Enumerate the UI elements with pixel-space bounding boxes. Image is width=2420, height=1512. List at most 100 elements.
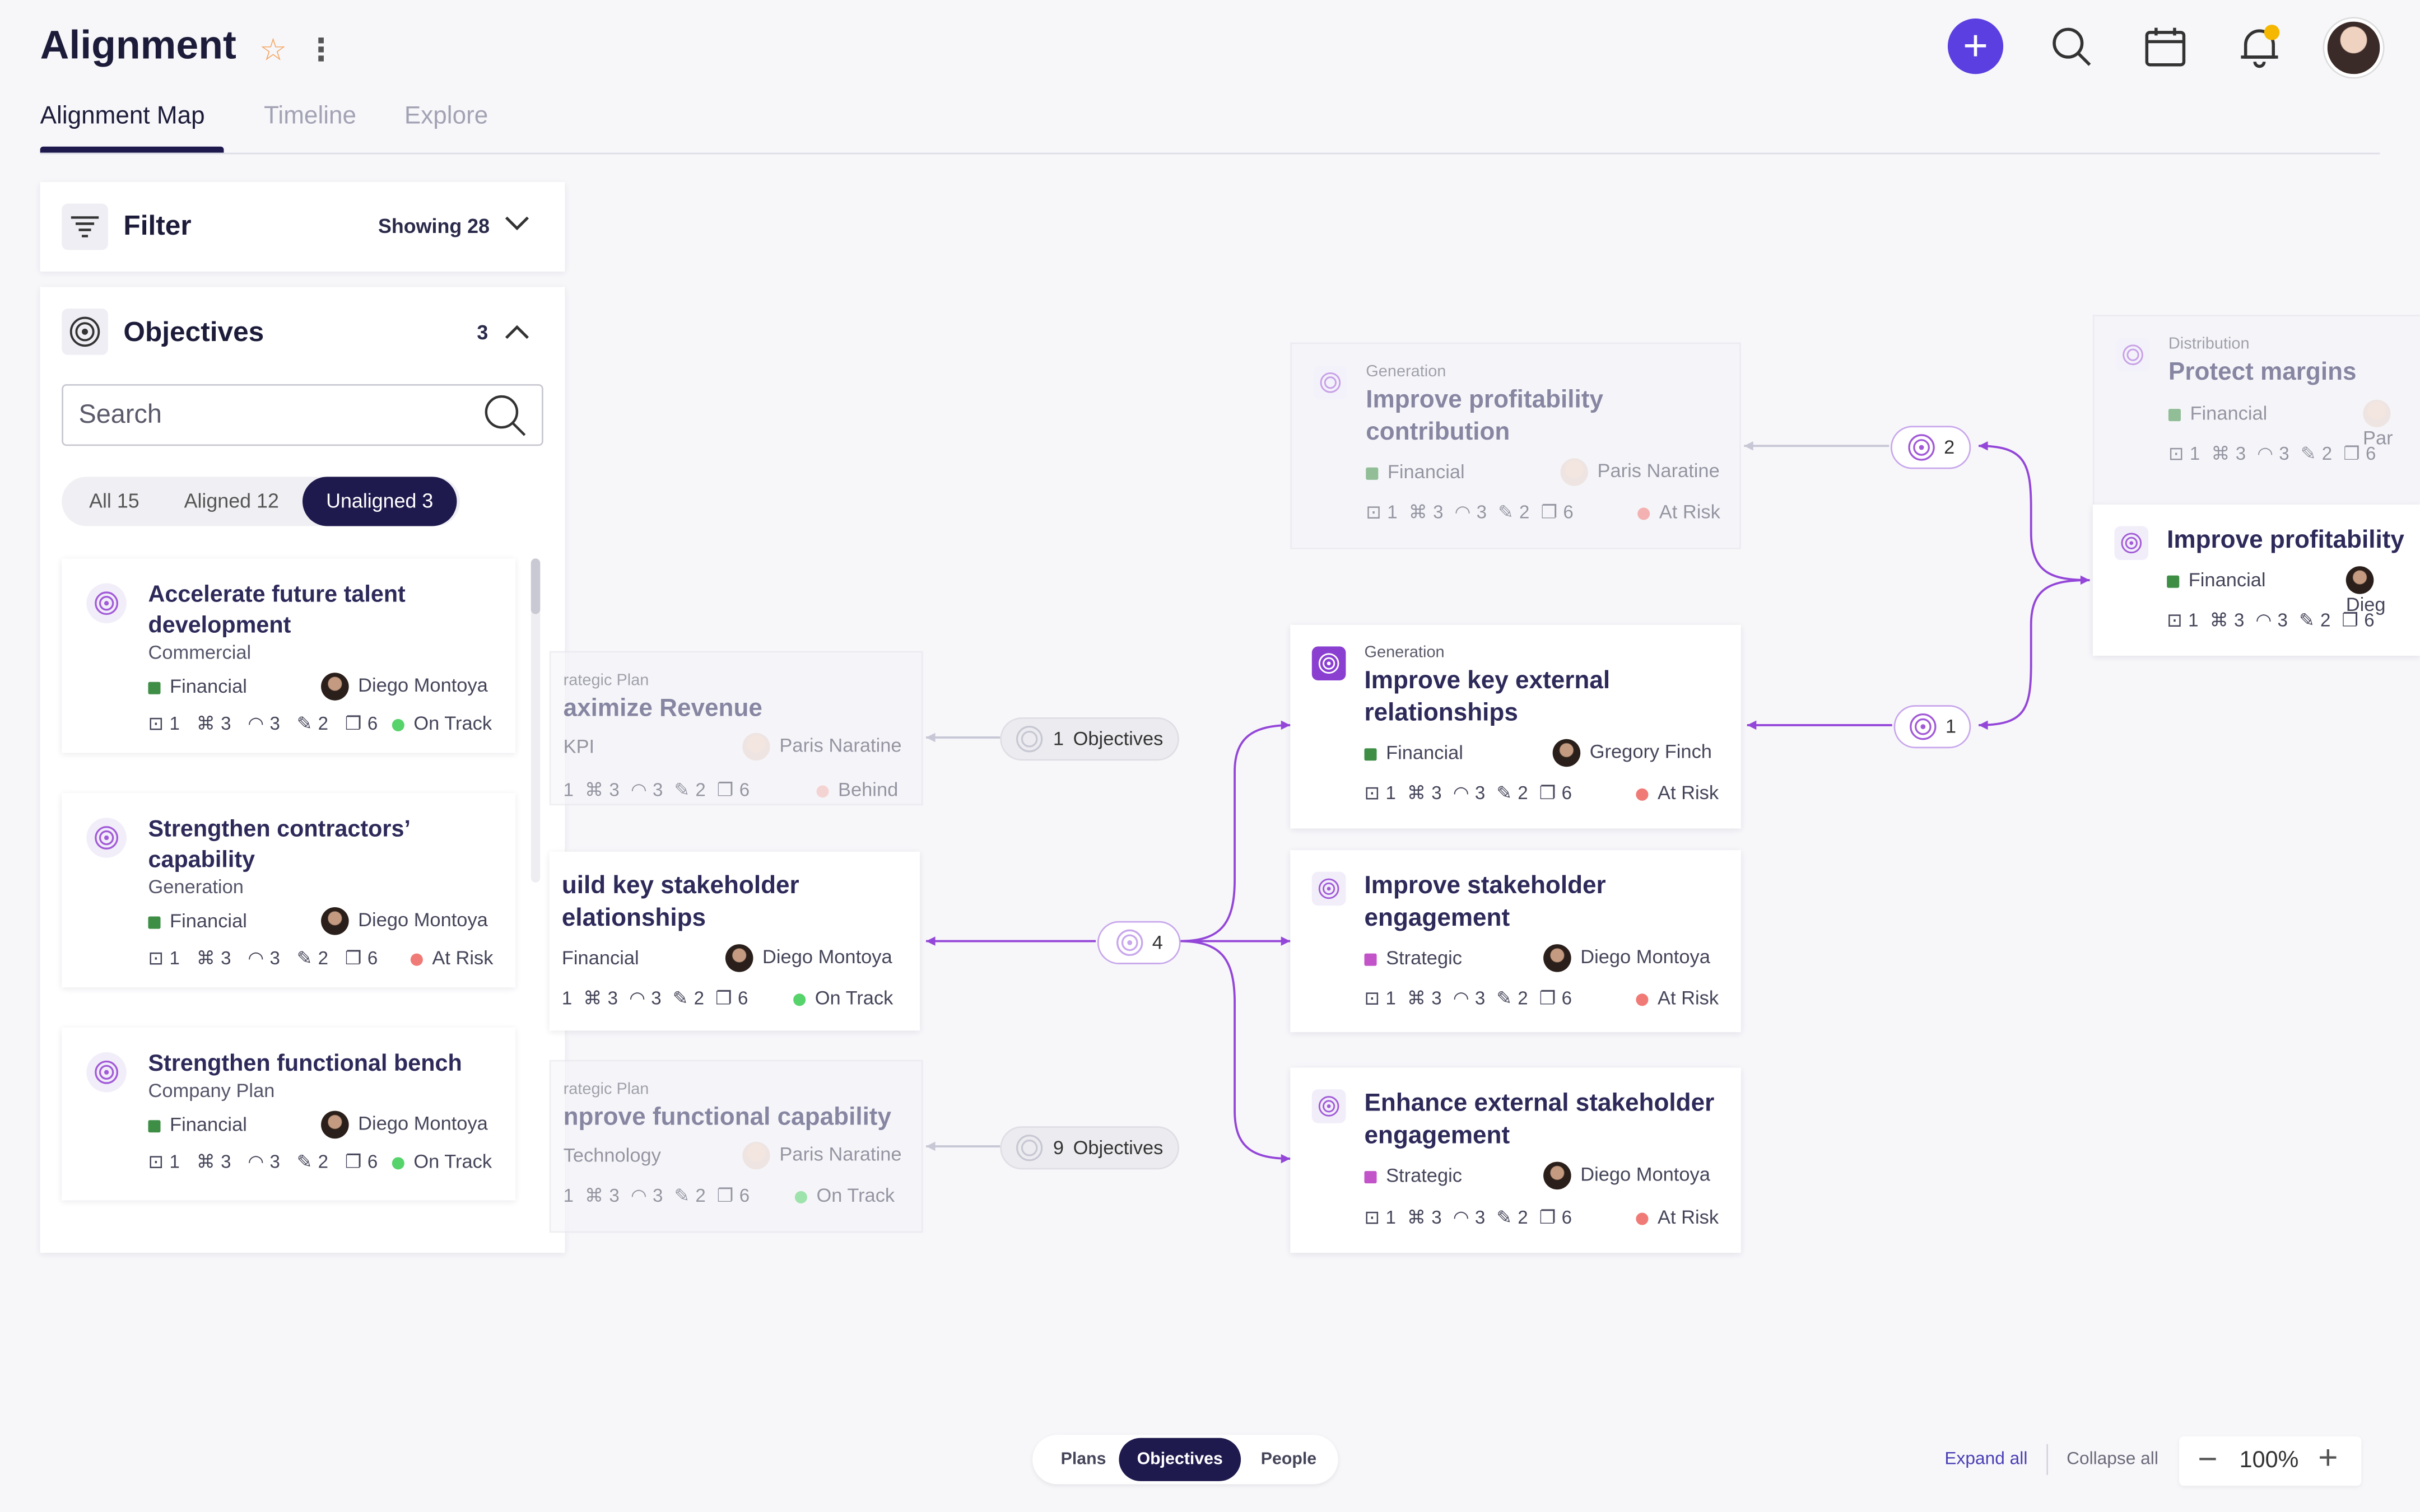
- hierarchy-icon: ⌘: [196, 712, 216, 735]
- category: Financial: [1366, 461, 1465, 483]
- counts-row: ⊡ 1 ⌘ 3 ◠ 3 ✎ 2 ❐ 6: [148, 1151, 378, 1173]
- objective-list-item[interactable]: Accelerate future talent development Com…: [62, 558, 516, 753]
- owner: Diego Montoya: [1543, 1161, 1710, 1190]
- objective-list-item[interactable]: Strengthen contractors’ capability Gener…: [62, 793, 516, 988]
- search-placeholder: Search: [78, 399, 162, 429]
- target-icon: [1313, 365, 1348, 400]
- target-icon: [86, 583, 127, 624]
- objective-list-item[interactable]: Strengthen functional bench Company Plan…: [62, 1027, 516, 1201]
- collapse-all-link[interactable]: Collapse all: [2067, 1450, 2158, 1469]
- active-tab-indicator: [40, 146, 224, 153]
- more-options-icon[interactable]: ⋮: [305, 34, 337, 68]
- objective-card[interactable]: Enhance external stakeholder engagement …: [1290, 1067, 1741, 1253]
- objective-card[interactable]: Generation Improve key external relation…: [1290, 624, 1741, 829]
- segment-aligned[interactable]: Aligned 12: [184, 489, 279, 512]
- card-title: uild key stakeholder elationships: [561, 873, 799, 932]
- scrollbar-thumb[interactable]: [530, 558, 541, 614]
- card-title: Protect margins: [2168, 359, 2357, 386]
- category: KPI: [563, 736, 595, 758]
- segment-unaligned[interactable]: Unaligned 3: [302, 477, 457, 526]
- status-badge: At Risk: [1636, 782, 1719, 804]
- scrollbar-track[interactable]: [530, 558, 541, 883]
- status-badge: At Risk: [1636, 987, 1719, 1009]
- target-icon: [1311, 1089, 1346, 1123]
- objective-subtitle: Commercial: [148, 642, 252, 664]
- target-icon: [86, 818, 127, 858]
- divider: [2046, 1444, 2049, 1475]
- segment-people[interactable]: People: [1260, 1450, 1317, 1469]
- card-title: nprove functional capability: [563, 1104, 892, 1131]
- tab-explore[interactable]: Explore: [404, 103, 488, 130]
- objective-card[interactable]: Generation Improve profitability contrib…: [1290, 342, 1741, 549]
- category: Technology: [563, 1145, 661, 1166]
- filter-label: Filter: [123, 209, 192, 241]
- user-avatar[interactable]: [2324, 18, 2383, 77]
- status-badge: At Risk: [1636, 1206, 1719, 1228]
- key-result-icon: ⊡: [148, 712, 164, 735]
- gauge-icon: ◠: [248, 1151, 264, 1173]
- hierarchy-icon: ⌘: [196, 1151, 216, 1173]
- card-title: aximize Revenue: [563, 696, 762, 722]
- add-button[interactable]: +: [1947, 18, 2004, 74]
- owner: Gregory Finch: [1552, 739, 1712, 767]
- card-plan: Distribution: [2168, 334, 2250, 353]
- owner: Par: [2363, 399, 2420, 449]
- target-icon: [1311, 871, 1346, 906]
- owner: Paris Naratine: [1560, 458, 1720, 486]
- star-icon[interactable]: ☆: [259, 34, 287, 68]
- card-title: Enhance external stakeholder engagement: [1364, 1090, 1715, 1150]
- segment-plans[interactable]: Plans: [1060, 1450, 1106, 1469]
- category: Financial: [2168, 403, 2267, 424]
- card-title: Improve stakeholder engagement: [1364, 873, 1606, 932]
- chevron-down-icon[interactable]: [503, 213, 531, 241]
- segment-all[interactable]: All 15: [89, 489, 139, 512]
- category: Financial: [148, 676, 247, 697]
- category: Strategic: [1364, 948, 1462, 969]
- zoom-in-icon[interactable]: +: [2318, 1438, 2338, 1477]
- chevron-up-icon[interactable]: [503, 321, 531, 349]
- aligned-count-pill[interactable]: 4: [1097, 921, 1181, 964]
- note-icon: ✎: [296, 947, 313, 969]
- tab-alignment-map[interactable]: Alignment Map: [40, 103, 205, 130]
- note-icon: ✎: [296, 1151, 313, 1173]
- search-field[interactable]: Search: [62, 384, 543, 446]
- objective-card[interactable]: Improve stakeholder engagement Strategic…: [1290, 850, 1741, 1033]
- category: Financial: [2167, 570, 2266, 591]
- owner: Paris Naratine: [742, 732, 902, 761]
- category: Financial: [148, 1114, 247, 1136]
- objective-card[interactable]: rategic Plan aximize Revenue KPI Paris N…: [549, 651, 923, 806]
- search-icon[interactable]: [2044, 18, 2099, 74]
- counts-row: ⊡ 1 ⌘ 3 ◠ 3 ✎ 2 ❐ 6: [1366, 501, 1574, 523]
- aligned-count-pill[interactable]: 1: [1893, 705, 1971, 749]
- zoom-out-icon[interactable]: −: [2198, 1439, 2218, 1478]
- target-icon: [2114, 526, 2149, 561]
- owner: Paris Naratine: [742, 1141, 902, 1170]
- calendar-icon[interactable]: [2138, 18, 2193, 74]
- expand-all-link[interactable]: Expand all: [1944, 1450, 2028, 1469]
- objectives-title: Objectives: [123, 316, 264, 347]
- status-badge: On Track: [793, 987, 893, 1009]
- objective-card[interactable]: uild key stakeholder elationships Financ…: [549, 851, 920, 1031]
- search-icon[interactable]: [483, 394, 526, 445]
- owner-avatar: [321, 673, 349, 701]
- objective-card[interactable]: rategic Plan nprove functional capabilit…: [549, 1060, 923, 1233]
- owner-avatar: [321, 1110, 349, 1139]
- objective-card[interactable]: Distribution Protect margins Financial P…: [2092, 315, 2420, 534]
- category: Financial: [148, 911, 247, 932]
- owner: Diego Montoya: [321, 673, 488, 701]
- gauge-icon: ◠: [248, 947, 264, 969]
- page-title: Alignment: [40, 21, 236, 68]
- notification-bell-icon[interactable]: [2232, 18, 2287, 74]
- objective-title: Strengthen functional bench: [148, 1051, 462, 1077]
- filter-panel[interactable]: Filter Showing 28: [40, 182, 565, 272]
- status-badge: On Track: [794, 1185, 895, 1206]
- showing-count: Showing 28: [378, 214, 490, 238]
- note-icon: ✎: [296, 712, 313, 735]
- tab-timeline[interactable]: Timeline: [264, 103, 357, 130]
- objective-card[interactable]: Improve profitability Financial Dieg ⊡ 1…: [2092, 504, 2420, 656]
- status-badge: On Track: [392, 1151, 492, 1173]
- aligned-count-pill[interactable]: 2: [1890, 426, 1971, 469]
- segment-objectives[interactable]: Objectives: [1119, 1438, 1241, 1481]
